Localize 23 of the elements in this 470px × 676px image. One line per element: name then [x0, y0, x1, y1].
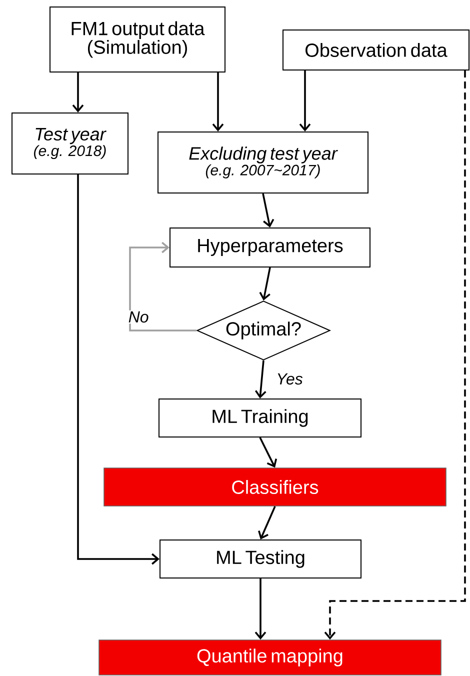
edge-label: Yes [275, 372, 304, 386]
process-box: Excluding test year (e.g. 2007~2017) [158, 132, 368, 194]
arrow [72, 72, 84, 112]
arrow [259, 267, 271, 300]
edge-label: No [127, 310, 150, 324]
process-box: Classifiers [104, 468, 446, 506]
arrow [254, 578, 266, 640]
arrow [262, 193, 274, 228]
arrow [258, 506, 276, 540]
process-box: FM1 output data (Simulation) [50, 6, 226, 72]
arrow [212, 72, 224, 132]
arrow [129, 242, 196, 332]
process-box: ML Training [158, 398, 362, 438]
arrow [254, 360, 266, 398]
process-box: Observation data [282, 30, 470, 70]
arrow [77, 174, 160, 565]
arrow [324, 70, 466, 640]
arrow [259, 437, 278, 468]
process-box: Quantile mapping [98, 640, 442, 676]
arrow [299, 70, 311, 132]
process-box: ML Testing [160, 540, 362, 578]
process-box: Hyperparameters [170, 228, 370, 268]
process-box: Test year (e.g. 2018) [12, 112, 128, 174]
